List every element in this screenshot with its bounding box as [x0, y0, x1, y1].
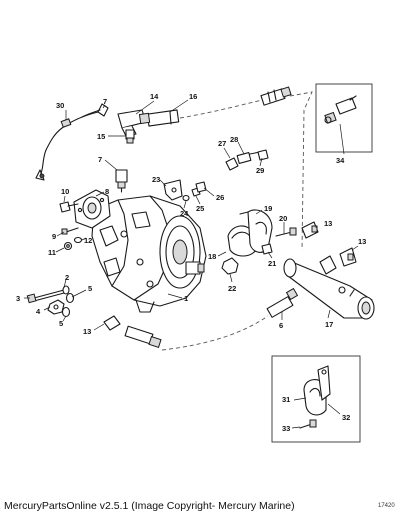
part-21-nut — [261, 243, 273, 255]
part-5-washer — [61, 292, 75, 318]
callout-14: 14 — [150, 92, 159, 101]
callout-19: 19 — [264, 204, 272, 213]
callout-6: 6 — [279, 321, 283, 330]
callout-5b: 5 — [59, 319, 63, 328]
part-12-washer — [73, 236, 83, 244]
dashed-line-upper — [179, 99, 263, 119]
callout-10: 10 — [61, 187, 69, 196]
part-15-fitting — [125, 129, 135, 144]
dashed-line-lower — [161, 315, 269, 351]
part-26-nut — [195, 181, 207, 193]
callout-12: 12 — [84, 236, 92, 245]
callout-34: 34 — [336, 156, 345, 165]
callout-30: 30 — [56, 101, 64, 110]
part-27-fitting — [225, 157, 239, 171]
part-4-nut — [47, 299, 65, 315]
callout-29: 29 — [256, 166, 264, 175]
part-13-fitting-upper-right — [301, 221, 319, 239]
part-8-flange-plate — [73, 189, 111, 229]
callout-13c: 13 — [358, 237, 366, 246]
part-28-fitting — [236, 151, 261, 164]
part-34-inset-fitting — [324, 95, 357, 124]
callout-7a: 7 — [103, 97, 107, 106]
part-10-bolt — [59, 201, 79, 213]
part-9-screw — [61, 227, 79, 235]
callout-15: 15 — [97, 132, 105, 141]
part-33-screw — [299, 419, 317, 429]
callout-4: 4 — [36, 307, 41, 316]
callout-2: 2 — [65, 273, 69, 282]
part-23-bracket — [163, 179, 183, 201]
part-1-transmission-housing — [91, 195, 207, 313]
callout-25: 25 — [196, 204, 204, 213]
callout-27: 27 — [218, 139, 226, 148]
callout-13a: 13 — [83, 327, 91, 336]
part-32-clamp-arm — [317, 365, 331, 401]
callout-13b: 13 — [324, 219, 332, 228]
callout-9: 9 — [52, 232, 56, 241]
part-13-fitting-right — [339, 247, 357, 267]
callout-32: 32 — [342, 413, 350, 422]
callout-22: 22 — [228, 284, 236, 293]
document-number: 17420 — [378, 503, 395, 509]
callout-3: 3 — [16, 294, 20, 303]
callout-labels: 1 2 3 4 5 5 6 7 7 8 9 10 11 12 13 13 13 … — [16, 92, 366, 433]
callout-1: 1 — [184, 294, 188, 303]
part-16-sender — [138, 109, 180, 127]
inset-box-34 — [315, 83, 373, 153]
callout-11: 11 — [48, 248, 56, 257]
sensor-top-right — [260, 86, 292, 106]
callout-17: 17 — [325, 320, 333, 329]
part-2-washer — [62, 285, 70, 295]
callout-24: 24 — [180, 209, 189, 218]
callout-8: 8 — [105, 187, 109, 196]
callout-21: 21 — [268, 259, 276, 268]
callout-23: 23 — [152, 175, 160, 184]
callout-7b: 7 — [98, 155, 102, 164]
part-13-fitting-lower-left — [103, 315, 162, 348]
callout-18: 18 — [208, 252, 216, 261]
part-11-nut — [63, 241, 73, 251]
callout-31: 31 — [282, 395, 290, 404]
part-3-stud — [26, 289, 65, 304]
callout-20: 20 — [279, 214, 287, 223]
dashed-line-right-vertical — [289, 91, 313, 251]
part-7-sender-lower — [115, 169, 128, 193]
part-20-bolt — [275, 227, 297, 237]
part-17-cooler-tube — [283, 255, 375, 320]
part-6-sender — [266, 287, 299, 318]
callout-28: 28 — [230, 135, 238, 144]
part-22-nut — [221, 257, 239, 275]
part-24-washer — [182, 194, 190, 202]
callout-16: 16 — [189, 92, 197, 101]
inset-box-31-33 — [271, 355, 361, 443]
copyright-footer: MercuryPartsOnline v2.5.1 (Image Copyrig… — [4, 500, 295, 512]
callout-26: 26 — [216, 193, 224, 202]
leader-lines — [24, 99, 359, 429]
callout-5: 5 — [88, 284, 92, 293]
callout-33: 33 — [282, 424, 290, 433]
part-30-cable — [35, 103, 109, 181]
part-29-nut — [257, 149, 269, 161]
